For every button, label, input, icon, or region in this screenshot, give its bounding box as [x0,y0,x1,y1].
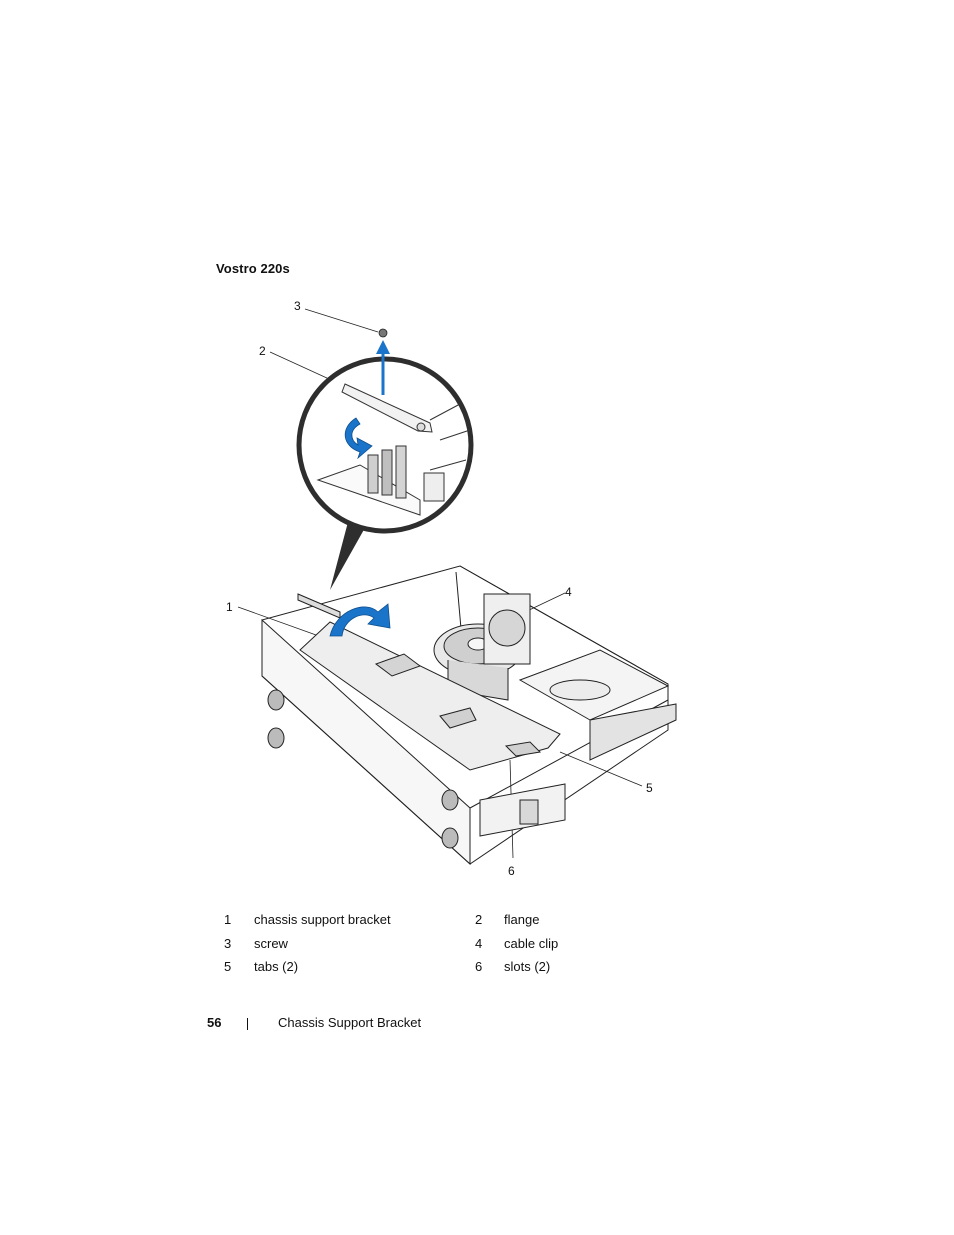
callout-3: 3 [294,299,301,313]
chassis-illustration [237,308,677,866]
footer-divider [247,1018,248,1030]
legend-number: 4 [475,935,483,951]
legend-number: 2 [475,912,483,927]
legend-row: 1 chassis support bracket 2 flange [224,912,684,936]
legend-label: cable clip [504,935,559,951]
legend-label: tabs (2) [254,959,299,974]
legend-label: chassis support bracket [254,912,391,927]
legend-number: 1 [224,912,232,927]
legend-number: 5 [224,959,232,974]
callout-2: 2 [259,344,266,358]
legend-label: flange [504,912,540,927]
section-title: Chassis Support Bracket [278,1015,422,1030]
legend-number: 3 [224,935,232,951]
legend-row: 3 screw 4 cable clip [224,936,684,960]
page-footer: 56 Chassis Support Bracket [0,1015,954,1035]
callout-5: 5 [646,781,653,795]
page-number: 56 [207,1015,222,1030]
legend-label: screw [254,935,288,951]
callout-6: 6 [508,864,515,878]
legend-label: slots (2) [504,959,551,974]
callout-1: 1 [226,600,233,614]
figure-heading: Vostro 220s [216,261,290,276]
callout-4: 4 [565,585,572,599]
callout-legend: 1 chassis support bracket 2 flange 3 scr… [224,912,684,983]
legend-row: 5 tabs (2) 6 slots (2) [224,959,684,983]
legend-number: 6 [475,959,483,974]
